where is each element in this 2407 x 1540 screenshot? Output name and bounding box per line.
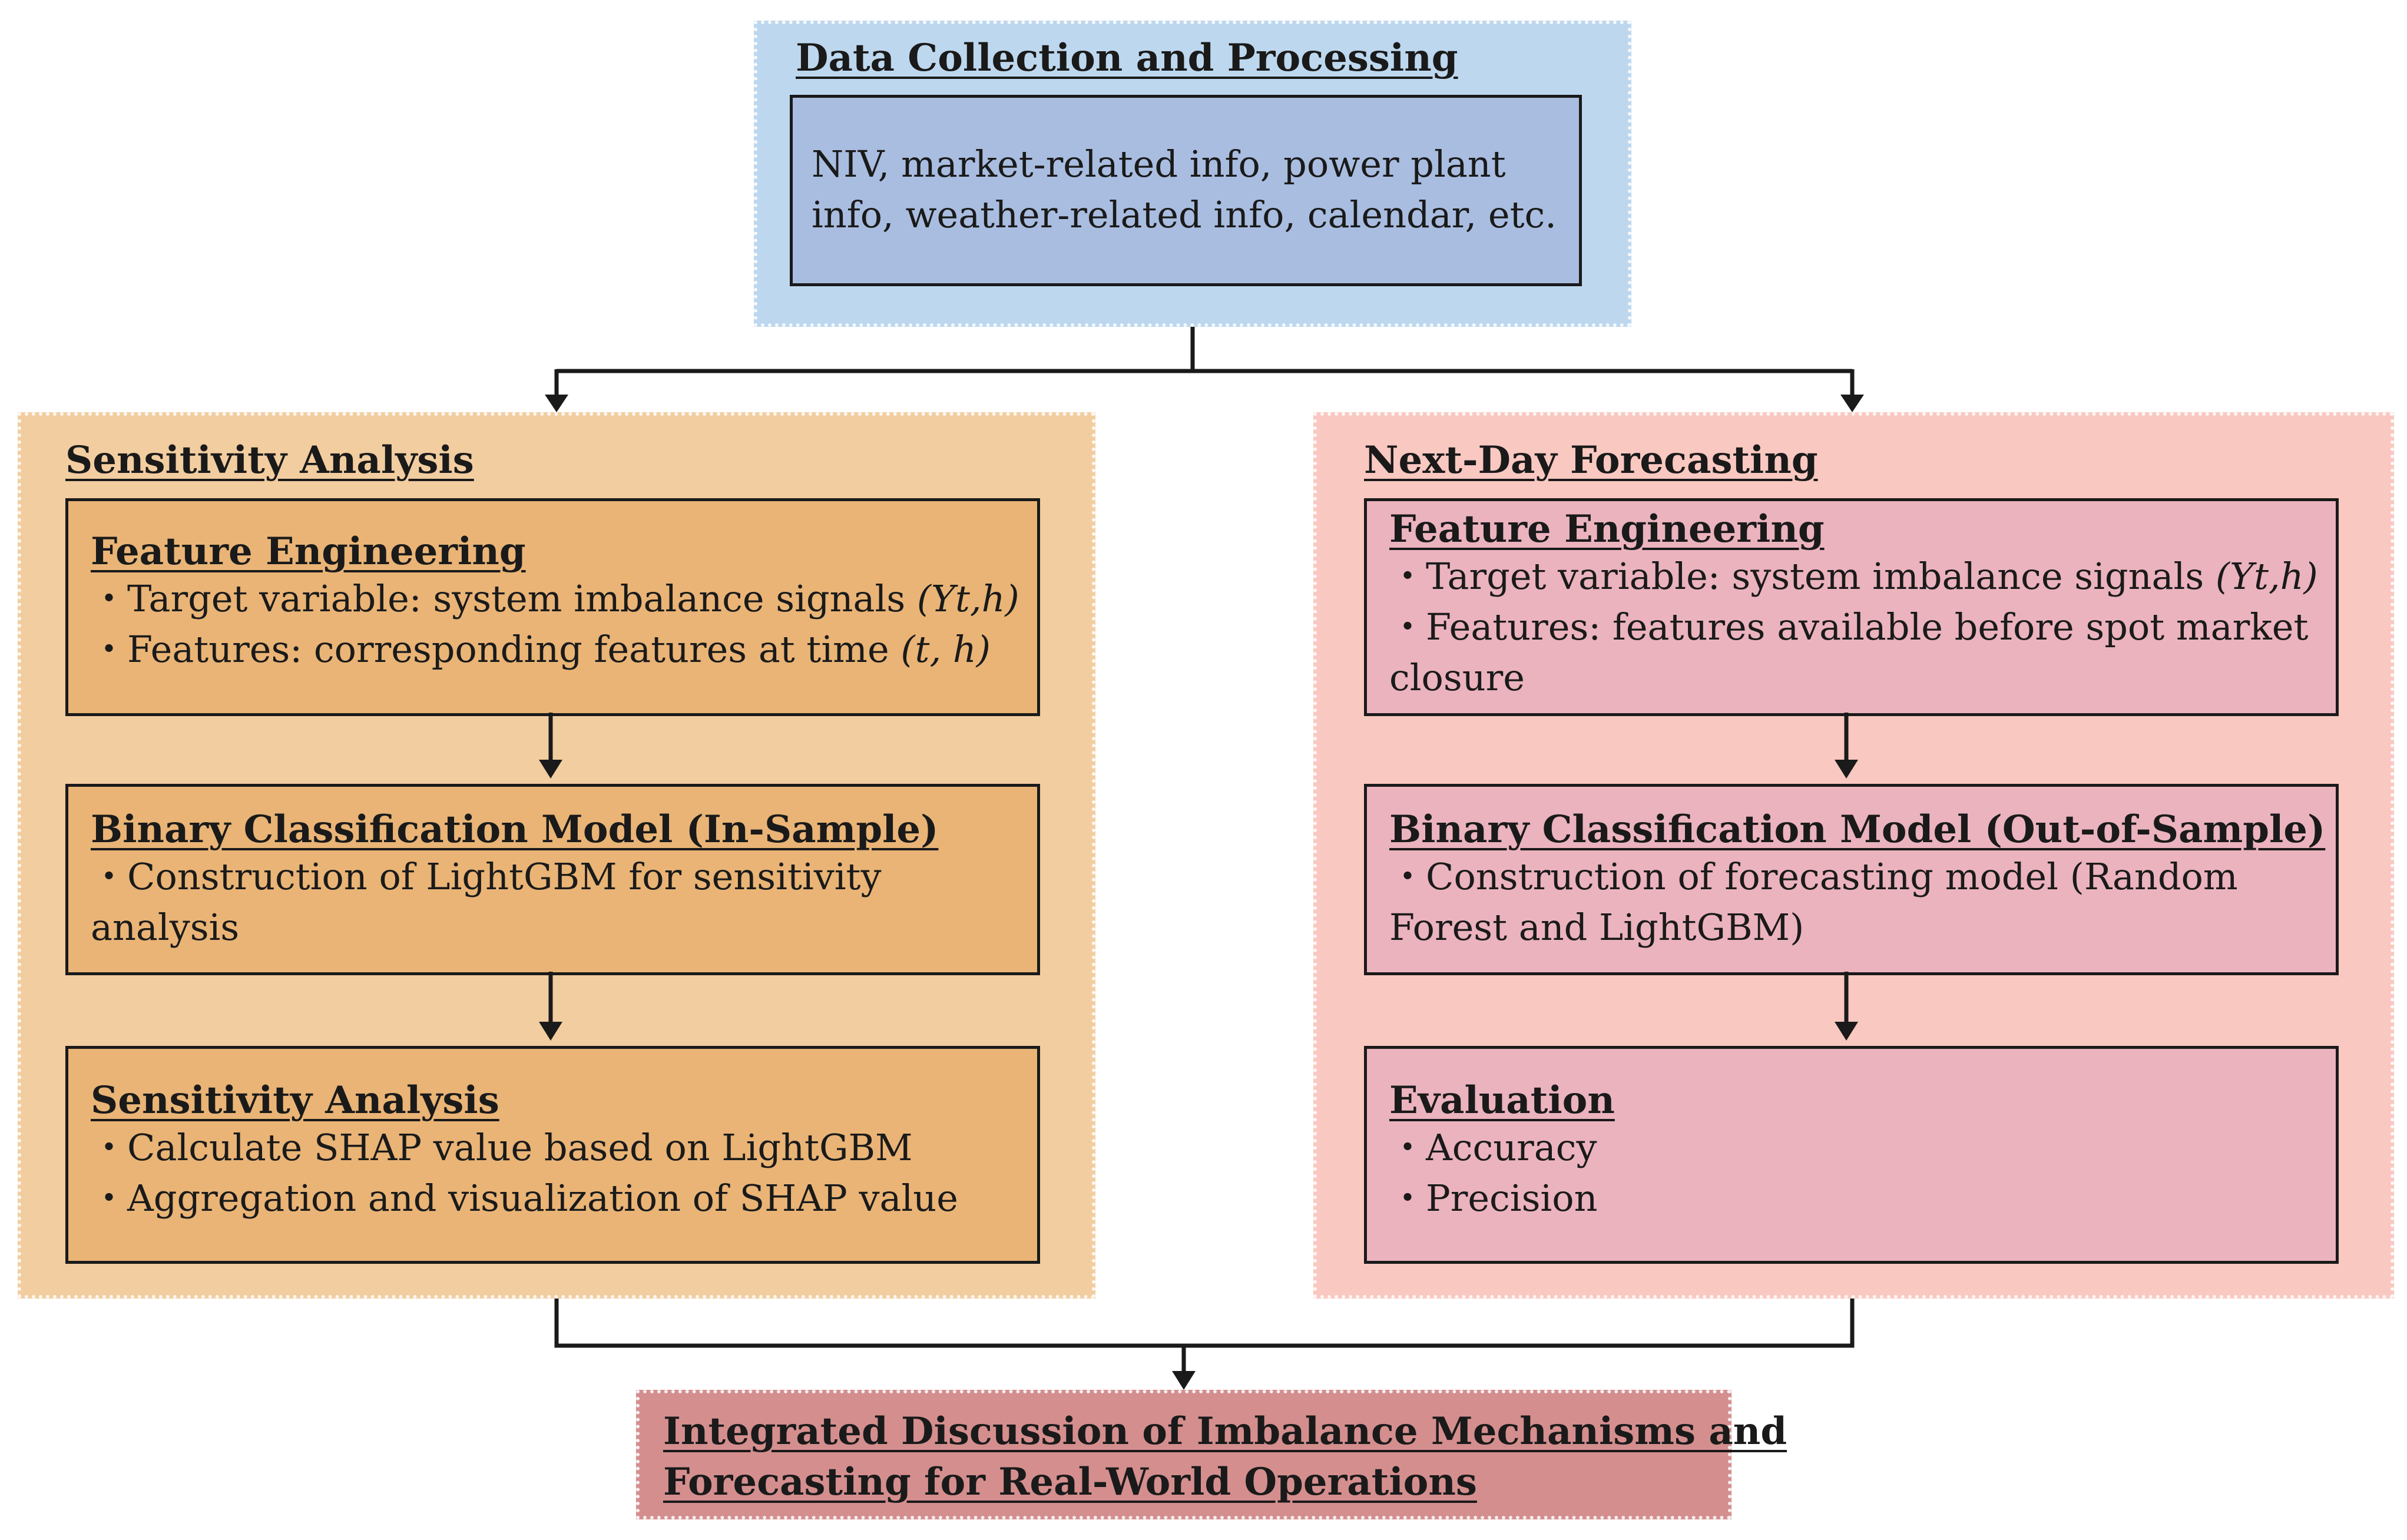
- sensitivity-model-bullet-1: Construction of LightGBM for sensitivity: [91, 852, 1037, 902]
- arrowhead-sens-model: [539, 760, 562, 779]
- math-yth: (Yt,h): [2215, 555, 2318, 598]
- arrowhead-fore-evaluation: [1835, 1022, 1858, 1041]
- forecasting-feature-bullet-1: Target variable: system imbalance signal…: [1389, 551, 2336, 602]
- forecasting-panel: Next-Day Forecasting Feature Engineering…: [1313, 412, 2394, 1299]
- sensitivity-analysis-bullet-1: Calculate SHAP value based on LightGBM: [91, 1122, 1037, 1173]
- forecasting-feature-bullet-2-cont: closure: [1389, 656, 1525, 699]
- sensitivity-model-title: Binary Classification Model (In-Sample): [91, 807, 939, 852]
- data-collection-title: Data Collection and Processing: [796, 36, 1458, 80]
- arrowhead-sens-analysis: [539, 1022, 562, 1041]
- forecasting-model-bullet-1: Construction of forecasting model (Rando…: [1389, 852, 2336, 902]
- forecasting-evaluation-bullet-2: Precision: [1389, 1173, 2336, 1224]
- math-th: (t, h): [900, 628, 991, 671]
- forecasting-model-title: Binary Classification Model (Out-of-Samp…: [1389, 807, 2326, 852]
- sensitivity-feature-bullet-1: Target variable: system imbalance signal…: [91, 574, 1037, 624]
- forecasting-feature-bullet-2: Features: features available before spot…: [1389, 602, 2336, 653]
- forecasting-evaluation-bullet-1: Accuracy: [1389, 1122, 2336, 1173]
- sensitivity-panel-title: Sensitivity Analysis: [65, 438, 474, 482]
- connector-merge: [554, 1299, 1855, 1348]
- sensitivity-feature-title: Feature Engineering: [91, 529, 526, 574]
- sensitivity-model-box: Binary Classification Model (In-Sample) …: [65, 784, 1040, 975]
- forecasting-model-bullet-1-cont: Forest and LightGBM): [1389, 906, 1805, 949]
- integrated-discussion-box: Integrated Discussion of Imbalance Mecha…: [636, 1390, 1787, 1519]
- sensitivity-analysis-title: Sensitivity Analysis: [91, 1078, 499, 1122]
- arrowhead-fore-model: [1835, 760, 1858, 779]
- integrated-discussion-line-1: Integrated Discussion of Imbalance Mecha…: [663, 1409, 1787, 1453]
- data-collection-line-2: info, weather-related info, calendar, et…: [812, 193, 1557, 236]
- sensitivity-analysis-bullet-2: Aggregation and visualization of SHAP va…: [91, 1173, 1037, 1224]
- forecasting-panel-title: Next-Day Forecasting: [1364, 438, 1818, 482]
- forecasting-feature-box: Feature Engineering Target variable: sys…: [1364, 498, 2339, 716]
- forecasting-evaluation-title: Evaluation: [1389, 1078, 1615, 1122]
- data-collection-box: NIV, market-related info, power plant in…: [790, 95, 1582, 286]
- arrowhead-forecasting: [1840, 395, 1864, 412]
- integrated-discussion-line-2: Forecasting for Real-World Operations: [663, 1460, 1477, 1504]
- sensitivity-analysis-box: Sensitivity Analysis Calculate SHAP valu…: [65, 1046, 1040, 1264]
- arrowhead-integrated: [1172, 1371, 1196, 1390]
- sensitivity-model-bullet-1-cont: analysis: [91, 906, 240, 949]
- data-collection-line-1: NIV, market-related info, power plant: [812, 143, 1506, 186]
- math-yth: (Yt,h): [916, 577, 1019, 620]
- forecasting-evaluation-box: Evaluation Accuracy Precision: [1364, 1046, 2339, 1264]
- sensitivity-panel: Sensitivity Analysis Feature Engineering…: [18, 412, 1095, 1299]
- forecasting-model-box: Binary Classification Model (Out-of-Samp…: [1364, 784, 2339, 975]
- arrowhead-sensitivity: [545, 395, 568, 412]
- sensitivity-feature-bullet-2: Features: corresponding features at time…: [91, 624, 1037, 675]
- forecasting-feature-title: Feature Engineering: [1389, 507, 1825, 551]
- data-collection-panel: Data Collection and Processing NIV, mark…: [754, 21, 1631, 327]
